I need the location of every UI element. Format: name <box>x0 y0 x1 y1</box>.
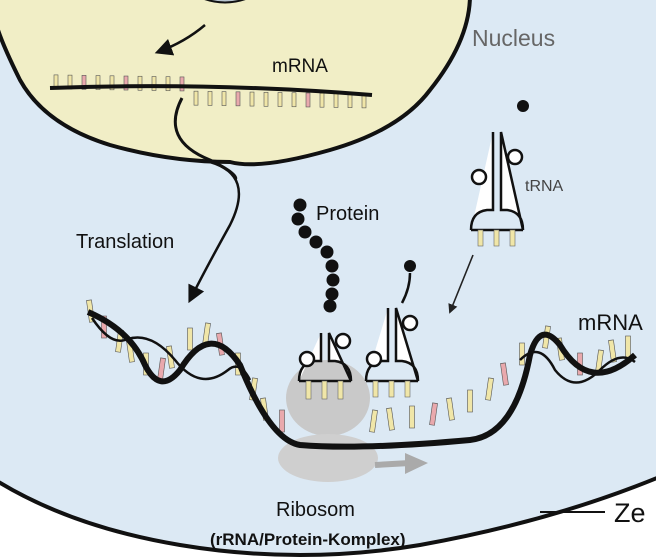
mrna-base <box>207 91 213 106</box>
trna-free <box>469 100 529 247</box>
mrna-top-label: mRNA <box>272 56 328 77</box>
mrna-base <box>249 91 255 107</box>
mrna-base <box>369 409 378 433</box>
ribosom-label: Ribosom <box>276 499 355 521</box>
mrna-base <box>165 76 171 92</box>
mrna-base <box>179 76 185 92</box>
nucleolus <box>204 0 246 4</box>
ribosom-sublabel: (rRNA/Protein-Komplex) <box>210 530 406 549</box>
mrna-base <box>81 75 87 90</box>
mrna-base <box>277 92 283 107</box>
mrna-base <box>305 92 311 108</box>
trna-arrow <box>448 254 474 314</box>
mrna-base <box>519 342 525 366</box>
mrna-right-label: mRNA <box>578 310 643 335</box>
mrna-base <box>95 75 101 90</box>
mrna-base <box>151 76 157 91</box>
mrna-bottom-strand-back <box>90 317 252 381</box>
mrna-top-strand <box>49 84 373 97</box>
trna-incoming <box>364 260 420 398</box>
mrna-base <box>409 405 415 429</box>
protein-label: Protein <box>316 203 379 225</box>
mrna-base <box>500 362 509 386</box>
translation-arrow <box>188 160 241 304</box>
mrna-base <box>123 75 129 91</box>
protein-chain <box>291 198 340 313</box>
mrna-base <box>347 93 353 108</box>
trna-label: tRNA <box>525 178 564 195</box>
ribosome-large <box>286 360 370 436</box>
mrna-base <box>109 75 115 91</box>
mrna-base <box>101 315 107 339</box>
ribosome-direction-arrowhead <box>405 453 428 474</box>
nucleus <box>0 0 472 167</box>
mrna-base <box>625 335 631 359</box>
nucleus-label: Nucleus <box>472 25 555 51</box>
mrna-base <box>279 409 285 433</box>
mrna-bottom-strand-main <box>86 309 637 450</box>
mrna-base <box>263 91 269 107</box>
mrna-base <box>221 91 227 106</box>
mrna-base <box>187 327 193 351</box>
cell-label: Ze <box>614 498 646 528</box>
mrna-base <box>333 93 339 108</box>
mrna-base <box>386 407 395 431</box>
translation-label: Translation <box>76 231 174 253</box>
mrna-base <box>485 377 494 401</box>
mrna-base <box>235 91 241 107</box>
mrna-base <box>137 75 143 91</box>
trna-in-ribosome <box>297 332 353 400</box>
mrna-bottom-strand-back-right <box>519 350 636 384</box>
mrna-base <box>608 339 617 363</box>
mrna-base <box>291 92 297 108</box>
mrna-base <box>446 397 455 421</box>
ribosome-direction-arrow <box>374 460 411 468</box>
transcription-arrow <box>154 24 206 56</box>
mrna-top-bases <box>53 74 367 109</box>
mrna-base <box>429 402 438 426</box>
mrna-base <box>467 389 473 413</box>
mrna-base <box>193 90 199 106</box>
mrna-base <box>319 92 325 108</box>
